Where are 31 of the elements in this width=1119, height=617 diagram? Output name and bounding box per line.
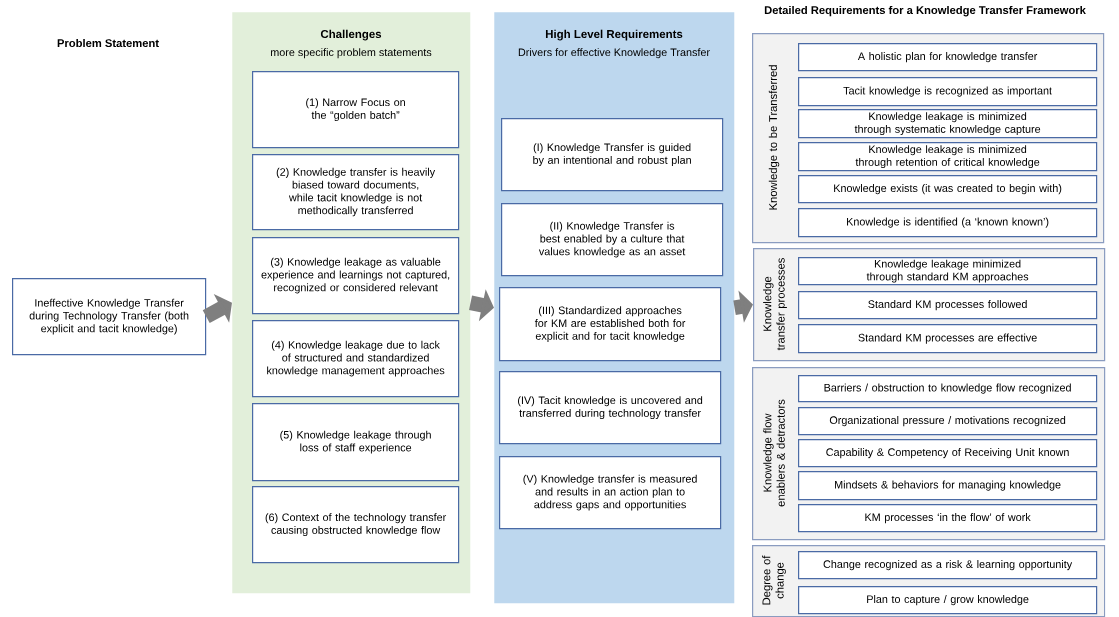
text-box: Barriers / obstruction to knowledge flow recognized (798, 375, 1098, 403)
text-box: Knowledge leakage is minimized through retention of critical knowledge (798, 142, 1098, 172)
text-box: (II) Knowledge Transfer is best enabled by a culture that values knowledge as an asset (501, 203, 724, 277)
text-box: (5) Knowledge leakage through loss of staff experience (252, 403, 460, 482)
text-box: Ineffective Knowledge Transfer during Technology Transfer (both explicit and tacit knowledge) (12, 278, 207, 356)
text-box: (V) Knowledge transfer is measured and results in an action plan to address gaps and opportunities (499, 456, 722, 530)
text-box: Tacit knowledge is recognized as important (798, 77, 1098, 107)
text-box: (3) Knowledge leakage as valuable experience and learnings not captured, recognized or considered relevant (252, 237, 460, 315)
text-box: Knowledge exists (it was created to begin with) (798, 175, 1098, 204)
text-box: Change recognized as a risk & learning opportunity (798, 551, 1098, 580)
text-box: Standard KM processes followed (798, 291, 1098, 320)
text-box: (2) Knowledge transfer is heavily biased toward documents, while tacit knowledge is not methodically transferred (252, 154, 460, 231)
text-box: Standard KM processes are effective (798, 324, 1098, 354)
text-box: Plan to capture / grow knowledge (798, 586, 1098, 615)
text-box: Organizational pressure / motivations recognized (798, 407, 1098, 436)
text-box: Capability & Competency of Receiving Unit known (798, 439, 1098, 468)
text-box: (IV) Tacit knowledge is uncovered and transferred during technology transfer (499, 371, 722, 445)
text-box: (4) Knowledge leakage due to lack of structured and standardized knowledge management approaches (252, 320, 460, 398)
text-box: Knowledge leakage minimized through standard KM approaches (798, 257, 1098, 286)
text-box: KM processes ‘in the flow’ of work (798, 504, 1098, 533)
column-heading: Problem Statement (57, 38, 159, 48)
text-box: Mindsets & behaviors for managing knowledge (798, 471, 1098, 501)
text-box: A holistic plan for knowledge transfer (798, 43, 1098, 72)
text-box: (III) Standardized approaches for KM are established both for explicit and for tacit knowledge (499, 287, 722, 362)
text-box: (6) Context of the technology transfer causing obstructed knowledge flow (252, 486, 460, 564)
column-heading: Detailed Requirements for a Knowledge Transfer Framework (764, 5, 1086, 17)
text-box: Knowledge leakage is minimized through systematic knowledge capture (798, 109, 1098, 139)
block-arrow (202, 294, 232, 324)
text-box: (1) Narrow Focus on the “golden batch” (252, 71, 460, 149)
text-box: Knowledge is identified (a ‘known known’) (798, 208, 1098, 238)
text-box: (I) Knowledge Transfer is guided by an intentional and robust plan (501, 118, 724, 192)
